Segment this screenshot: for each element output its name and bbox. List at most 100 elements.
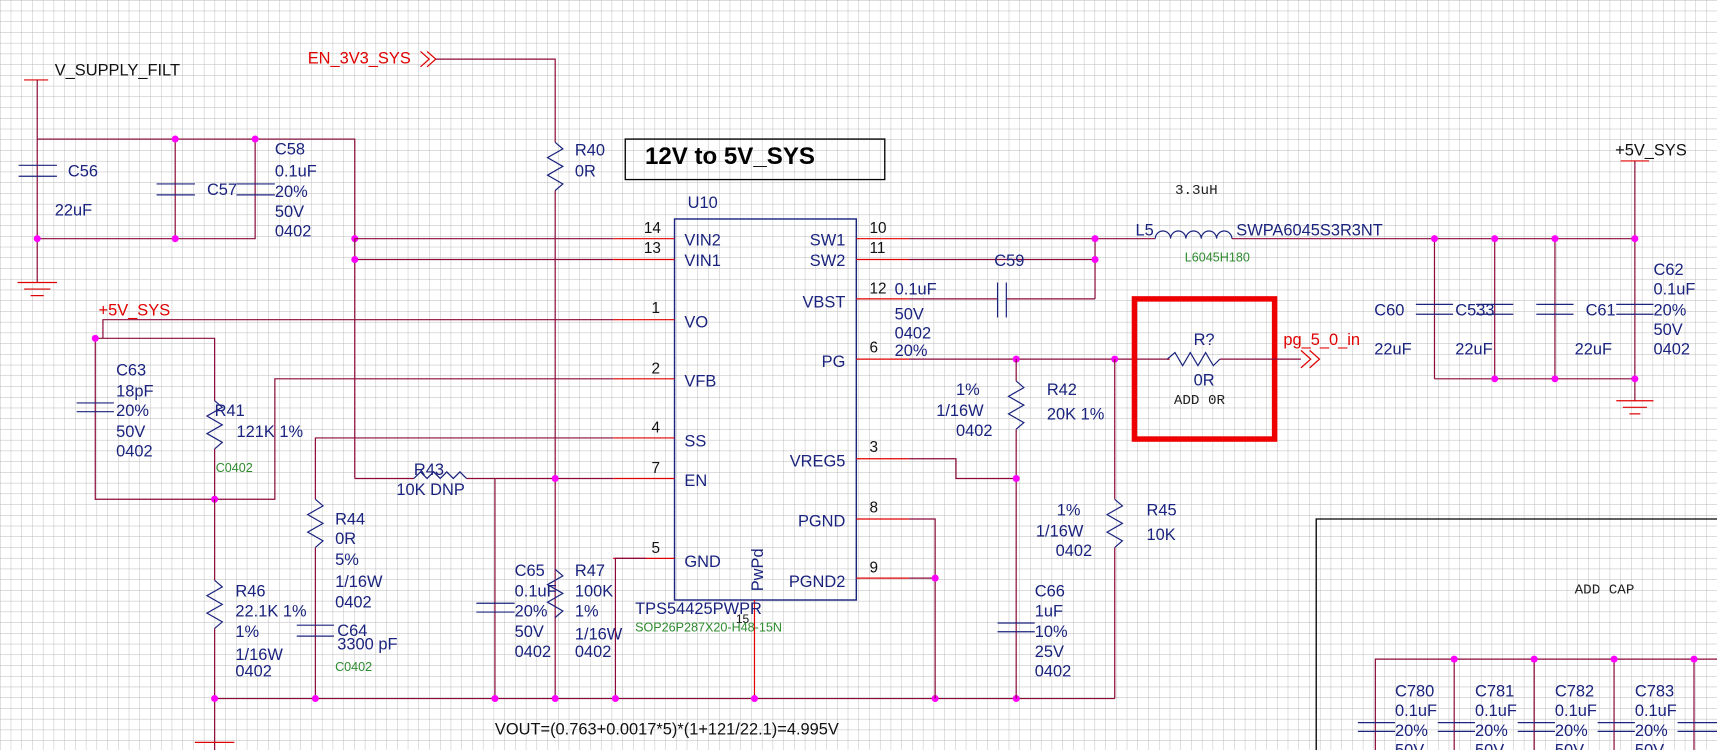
svg-text:1/16W: 1/16W <box>1036 522 1084 540</box>
capacitor-c65[interactable]: C65 0.1uF 20% 50V 0402 <box>476 562 557 661</box>
resistor-r43[interactable]: R43 10K DNP <box>396 461 467 499</box>
svg-text:1/16W: 1/16W <box>335 573 383 591</box>
inductor-l5[interactable]: 3.3uH L5 SWPA6045S3R3NT L6045H180 <box>1136 183 1383 265</box>
svg-text:C56: C56 <box>68 162 98 180</box>
resistor-r42[interactable]: R42 20K 1% 1% 1/16W 0402 <box>936 380 1104 440</box>
junction-dot <box>1551 375 1559 383</box>
capacitor-c59[interactable]: C59 0.1uF 50V 0402 20% <box>895 252 1025 360</box>
junction-dot <box>1012 355 1020 363</box>
junction-dot <box>931 574 939 582</box>
svg-text:50V: 50V <box>515 623 544 641</box>
capacitor-c61[interactable]: C61 22uF <box>1536 301 1616 359</box>
capacitor-c782[interactable]: C782 0.1uF 20% 50V <box>1517 682 1597 750</box>
ic-u10[interactable]: U10 14 13 1 2 4 7 5 VIN2 VIN1 VO VFB SS … <box>613 194 909 699</box>
svg-text:C61: C61 <box>1586 301 1616 319</box>
svg-text:20%: 20% <box>1653 301 1686 319</box>
junction-dot <box>551 695 559 703</box>
svg-text:20%: 20% <box>515 602 548 620</box>
svg-text:14: 14 <box>644 220 662 237</box>
capacitor-c64[interactable]: C64 3300 pF C0402 <box>296 622 398 674</box>
junction-dot <box>171 135 179 143</box>
svg-text:C59: C59 <box>994 252 1024 270</box>
input-filter-block: V_SUPPLY_FILT C56 22uF C57 C58 0.1uF 20%… <box>17 62 359 297</box>
resistor-r44[interactable]: R44 0R 5% 1/16W 0402 <box>306 498 383 612</box>
svg-text:20%: 20% <box>1395 722 1428 740</box>
resistor-r46[interactable]: R46 22.1K 1% 1% 1/16W 0402 <box>205 579 307 681</box>
svg-text:GND: GND <box>684 553 721 571</box>
svg-text:SS: SS <box>684 433 706 451</box>
resistor-rq-highlighted[interactable]: R? 0R ADD 0R <box>1131 296 1301 442</box>
svg-text:11: 11 <box>869 240 885 257</box>
svg-text:20%: 20% <box>1635 722 1668 740</box>
svg-text:20%: 20% <box>116 402 149 420</box>
svg-text:0402: 0402 <box>335 594 372 612</box>
svg-text:C60: C60 <box>1374 301 1404 319</box>
svg-text:0.1uF: 0.1uF <box>1653 281 1695 299</box>
net-v-supply-filt[interactable]: V_SUPPLY_FILT <box>55 62 180 80</box>
svg-text:SWPA6045S3R3NT: SWPA6045S3R3NT <box>1236 221 1383 239</box>
svg-text:9: 9 <box>869 560 878 577</box>
svg-text:22.1K 1%: 22.1K 1% <box>235 602 306 620</box>
svg-text:6: 6 <box>869 340 878 357</box>
net-en-3v3-sys[interactable]: EN_3V3_SYS <box>308 50 411 68</box>
en-network: R43 10K DNP C65 0.1uF 20% 50V 0402 R47 1… <box>354 461 647 699</box>
resistor-r47[interactable]: R47 100K 1% 1/16W 0402 <box>546 562 623 661</box>
capacitor-c66[interactable]: C66 1uF 10% 25V 0402 <box>997 583 1072 681</box>
inductor-coil-icon <box>1154 230 1233 239</box>
capacitor-c57[interactable]: C57 <box>156 181 237 199</box>
capacitor-c62[interactable]: C62 0.1uF 20% 50V 0402 <box>1616 261 1695 359</box>
switch-node: C59 0.1uF 50V 0402 20% 3.3uH L5 SWPA6045… <box>895 183 1635 360</box>
offpage-connector-icon <box>1300 349 1321 369</box>
svg-text:1uF: 1uF <box>1035 602 1063 620</box>
resistor-r41[interactable]: R41 121K 1% C0402 <box>205 400 303 500</box>
svg-text:1%: 1% <box>235 623 259 641</box>
svg-text:C533: C533 <box>1455 301 1494 319</box>
capacitor-c58[interactable]: C58 0.1uF 20% 50V 0402 <box>236 140 317 240</box>
capacitor-c56[interactable]: C56 22uF <box>18 162 98 220</box>
junction-dot <box>491 695 499 703</box>
svg-text:5: 5 <box>652 540 661 557</box>
svg-text:0402: 0402 <box>116 443 153 461</box>
svg-text:50V: 50V <box>116 423 145 441</box>
ic-body <box>673 218 858 601</box>
svg-text:1/16W: 1/16W <box>235 646 283 664</box>
svg-text:5%: 5% <box>335 551 359 569</box>
svg-text:C63: C63 <box>116 362 146 380</box>
resistor-r45[interactable]: R45 10K 1% 1/16W 0402 <box>1036 498 1177 560</box>
svg-text:3300 pF: 3300 pF <box>337 635 397 653</box>
svg-text:SW2: SW2 <box>810 252 846 270</box>
svg-text:3: 3 <box>869 439 878 456</box>
capacitor-c781[interactable]: C781 0.1uF 20% 50V <box>1437 682 1517 750</box>
svg-text:50V: 50V <box>1635 741 1664 750</box>
junction-dot <box>1012 474 1020 482</box>
junction-dot <box>1111 355 1119 363</box>
junction-dot <box>1690 655 1698 663</box>
svg-text:ADD 0R: ADD 0R <box>1174 393 1226 409</box>
net-5v-sys-left[interactable]: +5V_SYS <box>99 301 171 319</box>
enable-network: EN_3V3_SYS R40 0R <box>308 50 605 699</box>
capacitor-c780[interactable]: C780 0.1uF 20% 50V <box>1357 682 1437 750</box>
junction-dot <box>1530 655 1538 663</box>
svg-text:0402: 0402 <box>235 663 272 681</box>
junction-dot <box>251 135 259 143</box>
resistor-r40[interactable]: R40 0R <box>546 141 605 191</box>
svg-text:PGND: PGND <box>798 513 846 531</box>
svg-text:R40: R40 <box>575 141 605 159</box>
capacitor-c533[interactable]: C533 22uF <box>1455 301 1514 359</box>
junction-dot <box>1430 235 1438 243</box>
net-pg-5-0-in[interactable]: pg_5_0_in <box>1283 331 1360 349</box>
svg-text:100K: 100K <box>575 583 613 601</box>
svg-text:50V: 50V <box>1653 321 1682 339</box>
net-5v-sys-right[interactable]: +5V_SYS <box>1615 141 1687 159</box>
svg-text:0R: 0R <box>335 530 356 548</box>
capacitor-c63[interactable]: C63 18pF 20% 50V 0402 <box>76 362 154 461</box>
svg-text:0402: 0402 <box>275 222 312 240</box>
svg-text:VREG5: VREG5 <box>790 452 846 470</box>
svg-text:20%: 20% <box>895 342 928 360</box>
svg-text:C780: C780 <box>1395 682 1434 700</box>
svg-text:0402: 0402 <box>895 324 932 342</box>
capacitor-c783[interactable]: C783 0.1uF 20% 50V <box>1597 682 1677 750</box>
capacitor-c60[interactable]: C60 22uF <box>1374 301 1454 359</box>
